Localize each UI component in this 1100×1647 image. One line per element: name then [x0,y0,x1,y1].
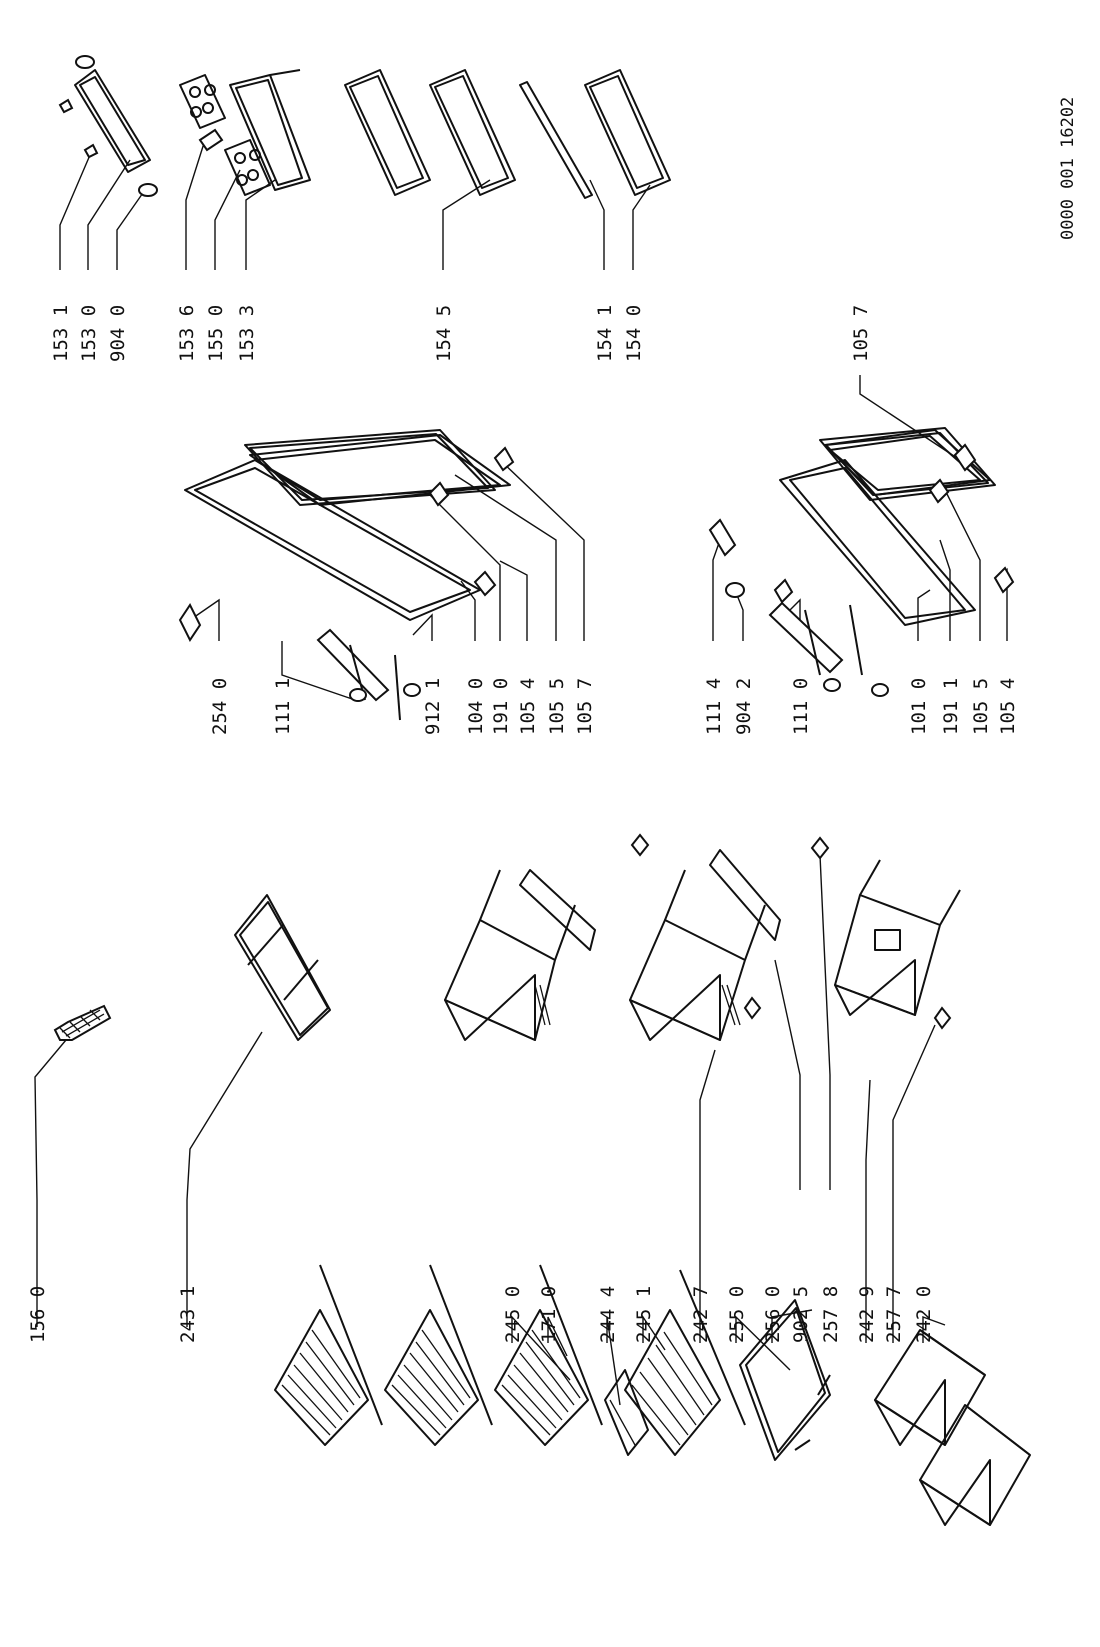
part-label-101-0: 101 0 [908,678,930,735]
part-label-105-4: 105 4 [997,678,1019,735]
part-label-255-0: 255 0 [726,1286,748,1343]
part-label-105-7: 105 7 [574,678,596,735]
egg-holders [179,74,271,196]
door-bar [519,81,593,199]
part-label-104-0: 104 0 [465,678,487,735]
crisper-drawer-1 [444,869,596,1041]
part-label-111-1: 111 1 [272,678,294,735]
part-label-243-1: 243 1 [177,1286,199,1343]
part-label-257-7: 257 7 [883,1286,905,1343]
wire-shelf-4 [604,1269,746,1456]
part-label-153-3: 153 3 [236,305,258,362]
storage-bin-2 [919,1404,1031,1526]
lower-door-gasket [819,427,996,501]
part-label-153-0: 153 0 [78,305,100,362]
part-label-153-6: 153 6 [176,305,198,362]
upper-door-panel [184,434,511,621]
part-label-191-1: 191 1 [940,678,962,735]
storage-bin-1 [874,1329,986,1446]
part-label-904-0: 904 0 [107,305,129,362]
part-label-105-5: 105 5 [546,678,568,735]
part-label-254-0: 254 0 [209,678,231,735]
wire-shelf-3 [494,1264,603,1446]
part-label-154-5: 154 5 [433,305,455,362]
wire-shelf-1 [274,1264,383,1446]
part-label-245-1: 245 1 [633,1286,655,1343]
part-label-904-2: 904 2 [733,678,755,735]
part-label-257-8: 257 8 [820,1286,842,1343]
upper-door-gasket [244,429,496,506]
part-label-191-0: 191 0 [490,678,512,735]
part-label-245-0: 245 0 [502,1286,524,1343]
lower-door-panel [779,429,991,626]
crisper-drawer-2 [629,833,781,1041]
part-label-156-0: 156 0 [27,1286,49,1343]
part-label-154-0: 154 0 [623,305,645,362]
part-label-244-4: 244 4 [597,1286,619,1343]
door-shelf-3 [229,69,311,191]
door-shelf-1 [344,69,431,196]
part-label-242-7: 242 7 [690,1286,712,1343]
egg-tray-part [53,1004,112,1041]
small-drawer [810,836,961,1030]
butter-compartment [58,55,158,197]
part-label-111-4: 111 4 [703,678,725,735]
part-label-154-1: 154 1 [594,305,616,362]
upper-hinge-and-screws [178,446,515,721]
door-shelf-4 [584,69,671,196]
part-label-105-4: 105 4 [517,678,539,735]
part-label-105-5: 105 5 [970,678,992,735]
glass-shelf-part [234,894,331,1041]
part-label-153-1: 153 1 [50,305,72,362]
door-shelf-2 [429,69,516,196]
part-label-912-1: 912 1 [422,678,444,735]
part-label-242-9: 242 9 [856,1286,878,1343]
part-label-155-0: 155 0 [205,305,227,362]
lower-hinge-and-screws [708,443,1015,697]
leader-lines [34,139,1008,1406]
drawing-number: 0000 001 16202 [1058,97,1078,240]
part-label-242-0: 242 0 [913,1286,935,1343]
glass-plate-part [739,1299,831,1461]
part-label-105-7: 105 7 [850,305,872,362]
wire-shelf-2 [384,1264,493,1446]
part-label-111-0: 111 0 [790,678,812,735]
